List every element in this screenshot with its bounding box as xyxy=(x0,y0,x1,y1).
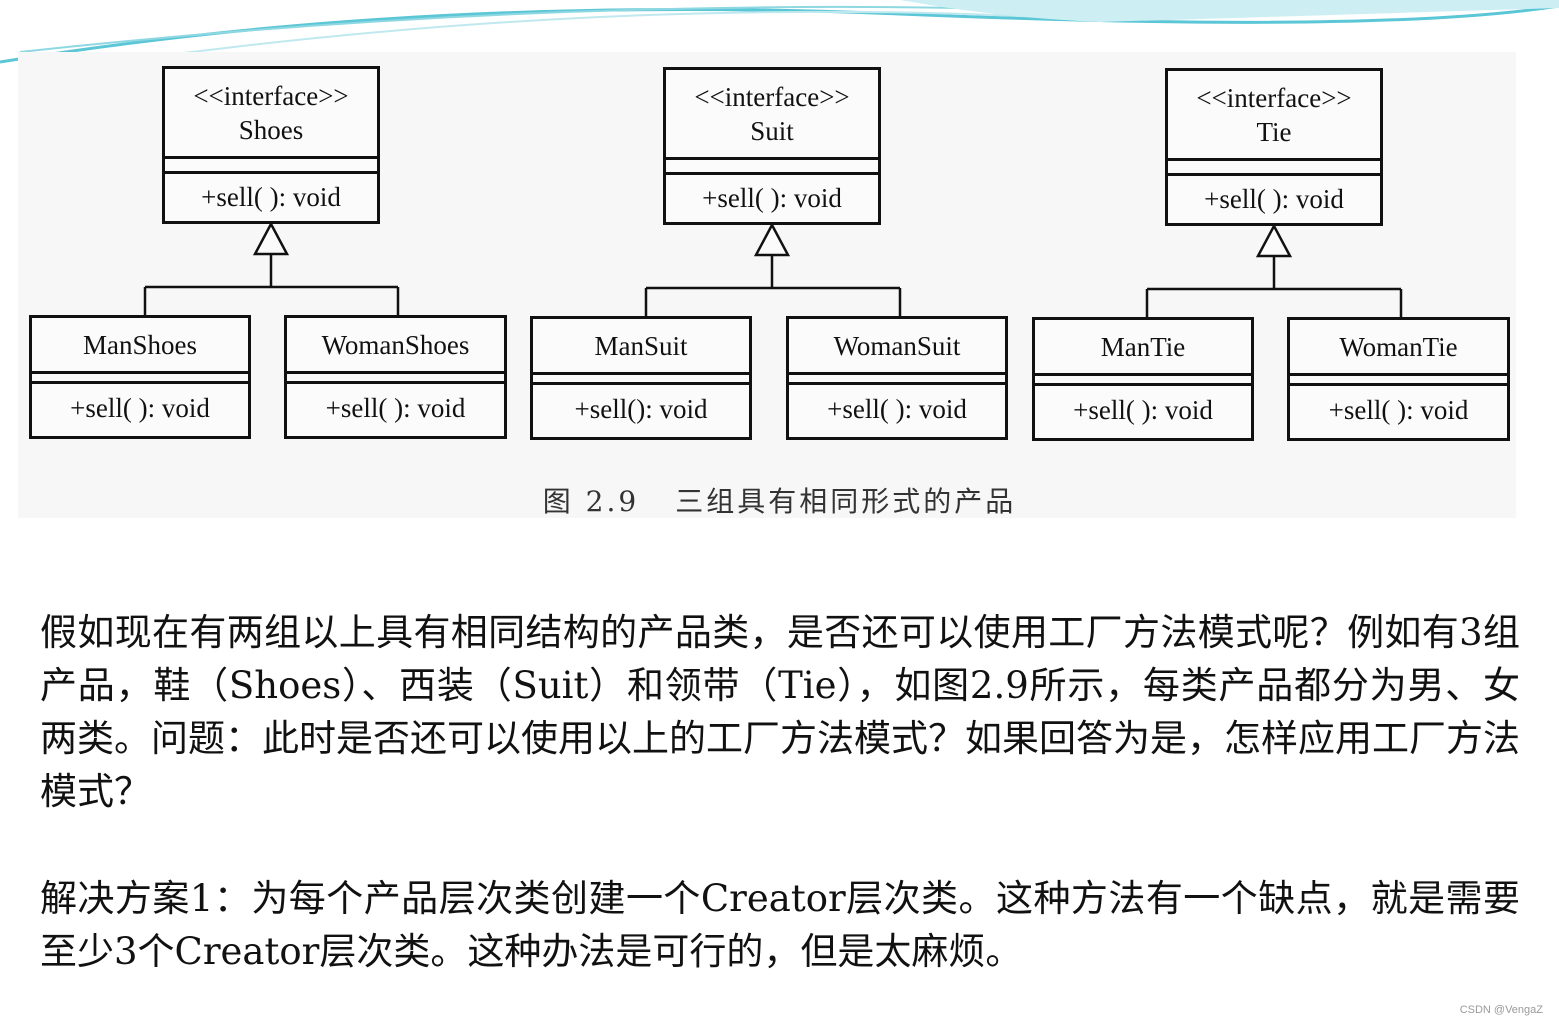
attribute-compartment xyxy=(32,371,248,384)
solution-paragraph: 解决方案1：为每个产品层次类创建一个Creator层次类。这种方法有一个缺点，就… xyxy=(40,877,1520,973)
stereotype-label: <<interface>> xyxy=(694,81,850,112)
class-name: ManTie xyxy=(1035,320,1251,376)
interface-name: Tie xyxy=(1256,116,1292,147)
interface-name: Suit xyxy=(750,115,794,146)
question-paragraph: 假如现在有两组以上具有相同结构的产品类，是否还可以使用工厂方法模式呢？例如有3组… xyxy=(40,611,1520,813)
class-name: ManSuit xyxy=(533,319,749,375)
watermark: CSDN @VengaZ xyxy=(1459,1004,1543,1016)
attribute-compartment xyxy=(789,372,1005,385)
class-womantie: WomanTie +sell( ): void xyxy=(1287,317,1510,441)
class-name: WomanTie xyxy=(1290,320,1507,376)
operation-label: +sell( ): void xyxy=(70,393,210,423)
operation-label: +sell( ): void xyxy=(1073,395,1213,425)
attribute-compartment xyxy=(1035,373,1251,386)
attribute-compartment xyxy=(533,372,749,385)
class-womanshoes: WomanShoes +sell( ): void xyxy=(284,315,507,439)
operation-label: +sell(): void xyxy=(574,394,708,424)
operation-label: +sell( ): void xyxy=(702,182,842,213)
header-decoration xyxy=(0,0,1559,71)
stereotype-label: <<interface>> xyxy=(1196,82,1352,113)
operation-label: +sell( ): void xyxy=(1204,183,1344,214)
attribute-compartment xyxy=(666,157,878,175)
class-mansuit: ManSuit +sell(): void xyxy=(530,316,752,440)
attribute-compartment xyxy=(165,156,377,174)
class-mantie: ManTie +sell( ): void xyxy=(1032,317,1254,441)
figure-caption: 图 2.9 三组具有相同形式的产品 xyxy=(0,480,1559,520)
attribute-compartment xyxy=(1290,373,1507,386)
interface-name: Shoes xyxy=(238,114,304,145)
class-name: ManShoes xyxy=(32,318,248,374)
operation-label: +sell( ): void xyxy=(1328,395,1469,425)
stereotype-label: <<interface>> xyxy=(193,80,349,111)
attribute-compartment xyxy=(1168,158,1380,176)
attribute-compartment xyxy=(287,371,504,384)
interface-shoes: <<interface>> Shoes +sell( ): void xyxy=(162,66,380,224)
interface-tie: <<interface>> Tie +sell( ): void xyxy=(1165,68,1383,226)
caption-text: 三组具有相同形式的产品 xyxy=(675,485,1017,518)
operation-label: +sell( ): void xyxy=(325,393,466,423)
caption-number: 图 2.9 xyxy=(542,485,640,518)
interface-suit: <<interface>> Suit +sell( ): void xyxy=(663,67,881,225)
class-name: WomanShoes xyxy=(287,318,504,374)
class-manshoes: ManShoes +sell( ): void xyxy=(29,315,251,439)
class-womansuit: WomanSuit +sell( ): void xyxy=(786,316,1008,440)
class-name: WomanSuit xyxy=(789,319,1005,375)
operation-label: +sell( ): void xyxy=(827,394,967,424)
operation-label: +sell( ): void xyxy=(201,181,341,212)
